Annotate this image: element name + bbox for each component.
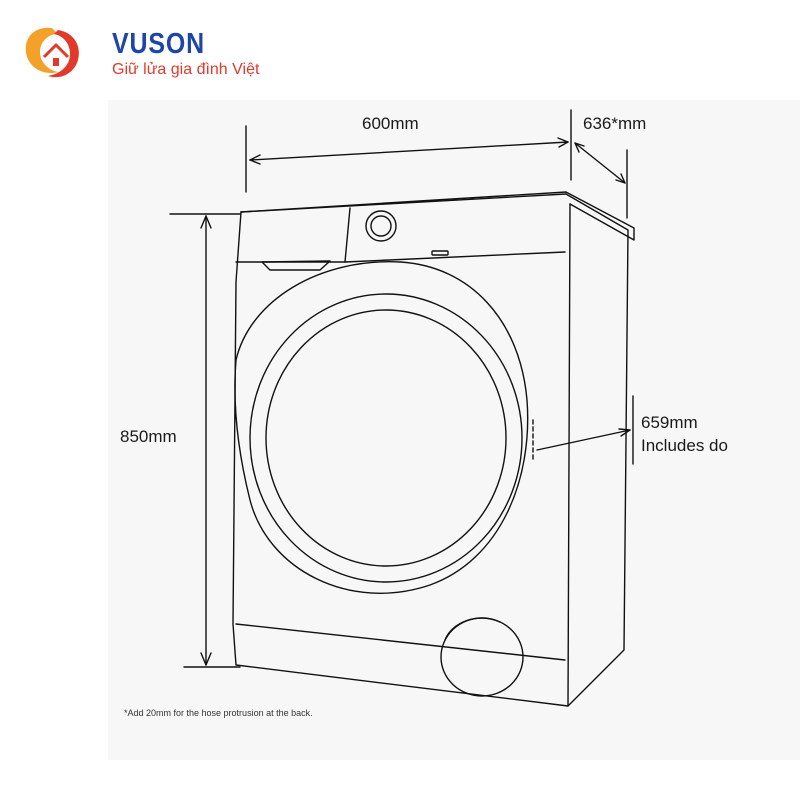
door-ring xyxy=(249,293,523,583)
display-indicator xyxy=(431,250,449,256)
width-label: 600mm xyxy=(362,114,419,133)
program-knob-inner xyxy=(370,215,392,237)
width-dimension-line xyxy=(249,141,569,161)
house-swirl-icon xyxy=(25,27,79,78)
front-panel-bottom-line xyxy=(235,623,566,661)
detergent-drawer-handle xyxy=(261,260,331,271)
door-glass xyxy=(265,309,507,567)
door-depth-label: 659mm Includes do xyxy=(641,411,728,457)
door-depth-dimension-line xyxy=(536,429,631,451)
width-arrow-right xyxy=(557,137,569,148)
brand-slogan: Giữ lửa gia đình Việt xyxy=(112,61,260,78)
door-depth-note: Includes do xyxy=(641,436,728,455)
height-arrow-bottom xyxy=(200,652,212,666)
depth-arrow-bottom xyxy=(615,173,626,184)
machine-front-top-edge xyxy=(240,193,567,213)
door-outer-ring xyxy=(234,261,529,594)
detergent-drawer-divider xyxy=(344,207,351,263)
filter-cover-lip xyxy=(444,617,501,641)
width-arrow-left xyxy=(249,154,261,165)
program-knob xyxy=(365,210,397,242)
control-panel-bottom xyxy=(235,251,566,263)
depth-label: 636*mm xyxy=(583,114,647,133)
door-depth-value: 659mm xyxy=(641,413,698,432)
depth-arrow-top xyxy=(574,142,585,153)
machine-front-face xyxy=(232,203,571,707)
filter-cover xyxy=(440,617,524,697)
machine-side-face xyxy=(565,193,629,707)
brand-name: VUSON xyxy=(112,28,206,60)
height-label: 850mm xyxy=(120,427,177,446)
height-arrow-top xyxy=(200,215,212,229)
footnote: *Add 20mm for the hose protrusion at the… xyxy=(124,708,313,718)
brand-logo: VUSON Giữ lửa gia đình Việt xyxy=(18,22,278,82)
drawing-panel xyxy=(108,100,800,760)
machine-top-face xyxy=(240,191,635,241)
depth-dimension-line xyxy=(574,142,626,184)
